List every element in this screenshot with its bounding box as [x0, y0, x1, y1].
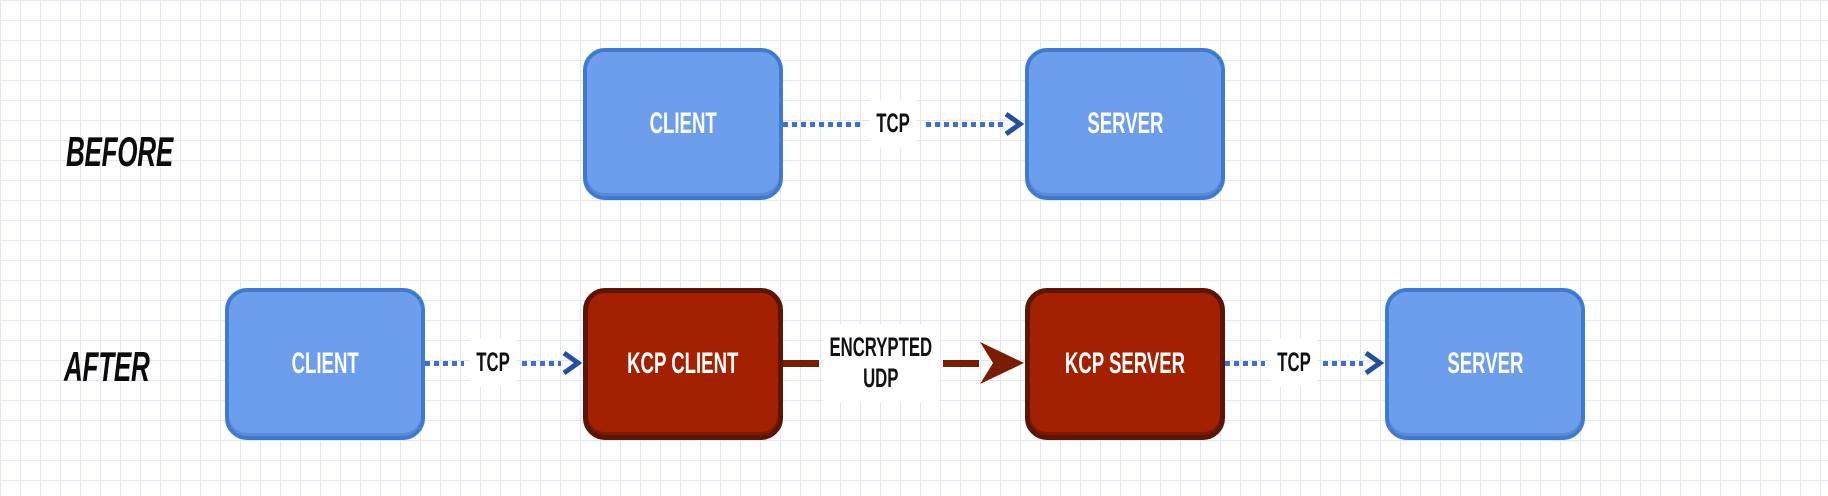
row-label-before: BEFORE: [66, 128, 173, 175]
arrowhead-chevron-icon: [1364, 350, 1385, 376]
node-before-client-label: CLIENT: [649, 107, 717, 140]
dotted-line: [522, 360, 561, 366]
connection-label-tcp: TCP: [870, 100, 916, 148]
connection-label-wrap: TCP: [1265, 339, 1323, 387]
udp-line: UDP: [863, 363, 899, 393]
connector-after-tcp-left: TCP: [425, 339, 583, 387]
connection-label-wrap: ENCRYPTED UDP: [819, 323, 943, 403]
node-before-server[interactable]: SERVER: [1025, 48, 1225, 200]
node-before-server-label: SERVER: [1086, 107, 1164, 140]
connection-label-encrypted-udp: ENCRYPTED UDP: [823, 323, 939, 403]
connection-label-wrap: TCP: [860, 100, 926, 148]
node-kcp-client[interactable]: KCP CLIENT: [583, 288, 783, 440]
connector-before-tcp: TCP: [783, 100, 1025, 148]
dotted-line: [926, 121, 1003, 127]
encrypted-line: ENCRYPTED: [829, 331, 933, 362]
connection-label-wrap: TCP: [464, 339, 522, 387]
row-label-after: AFTER: [64, 343, 150, 390]
dotted-line: [425, 360, 464, 366]
node-after-server[interactable]: SERVER: [1385, 288, 1585, 440]
dotted-line: [783, 121, 860, 127]
arrowhead-chevron-icon: [562, 350, 583, 376]
dotted-line: [1323, 360, 1363, 366]
node-after-server-label: SERVER: [1446, 347, 1524, 380]
connector-encrypted-udp: ENCRYPTED UDP: [783, 322, 1025, 404]
solid-line: [943, 359, 979, 367]
arrowhead-solid-icon: [980, 342, 1024, 384]
node-after-client[interactable]: CLIENT: [225, 288, 425, 440]
solid-line: [783, 359, 819, 367]
dotted-line: [1225, 360, 1265, 366]
node-kcp-server-label: KCP SERVER: [1064, 347, 1186, 380]
arrowhead-chevron-icon: [1004, 111, 1025, 137]
connection-label-tcp: TCP: [470, 339, 516, 387]
connection-label-tcp: TCP: [1271, 339, 1317, 387]
node-before-client[interactable]: CLIENT: [583, 48, 783, 200]
connector-after-tcp-right: TCP: [1225, 339, 1385, 387]
node-after-client-label: CLIENT: [291, 347, 359, 380]
node-kcp-client-label: KCP CLIENT: [627, 347, 739, 380]
node-kcp-server[interactable]: KCP SERVER: [1025, 288, 1225, 440]
